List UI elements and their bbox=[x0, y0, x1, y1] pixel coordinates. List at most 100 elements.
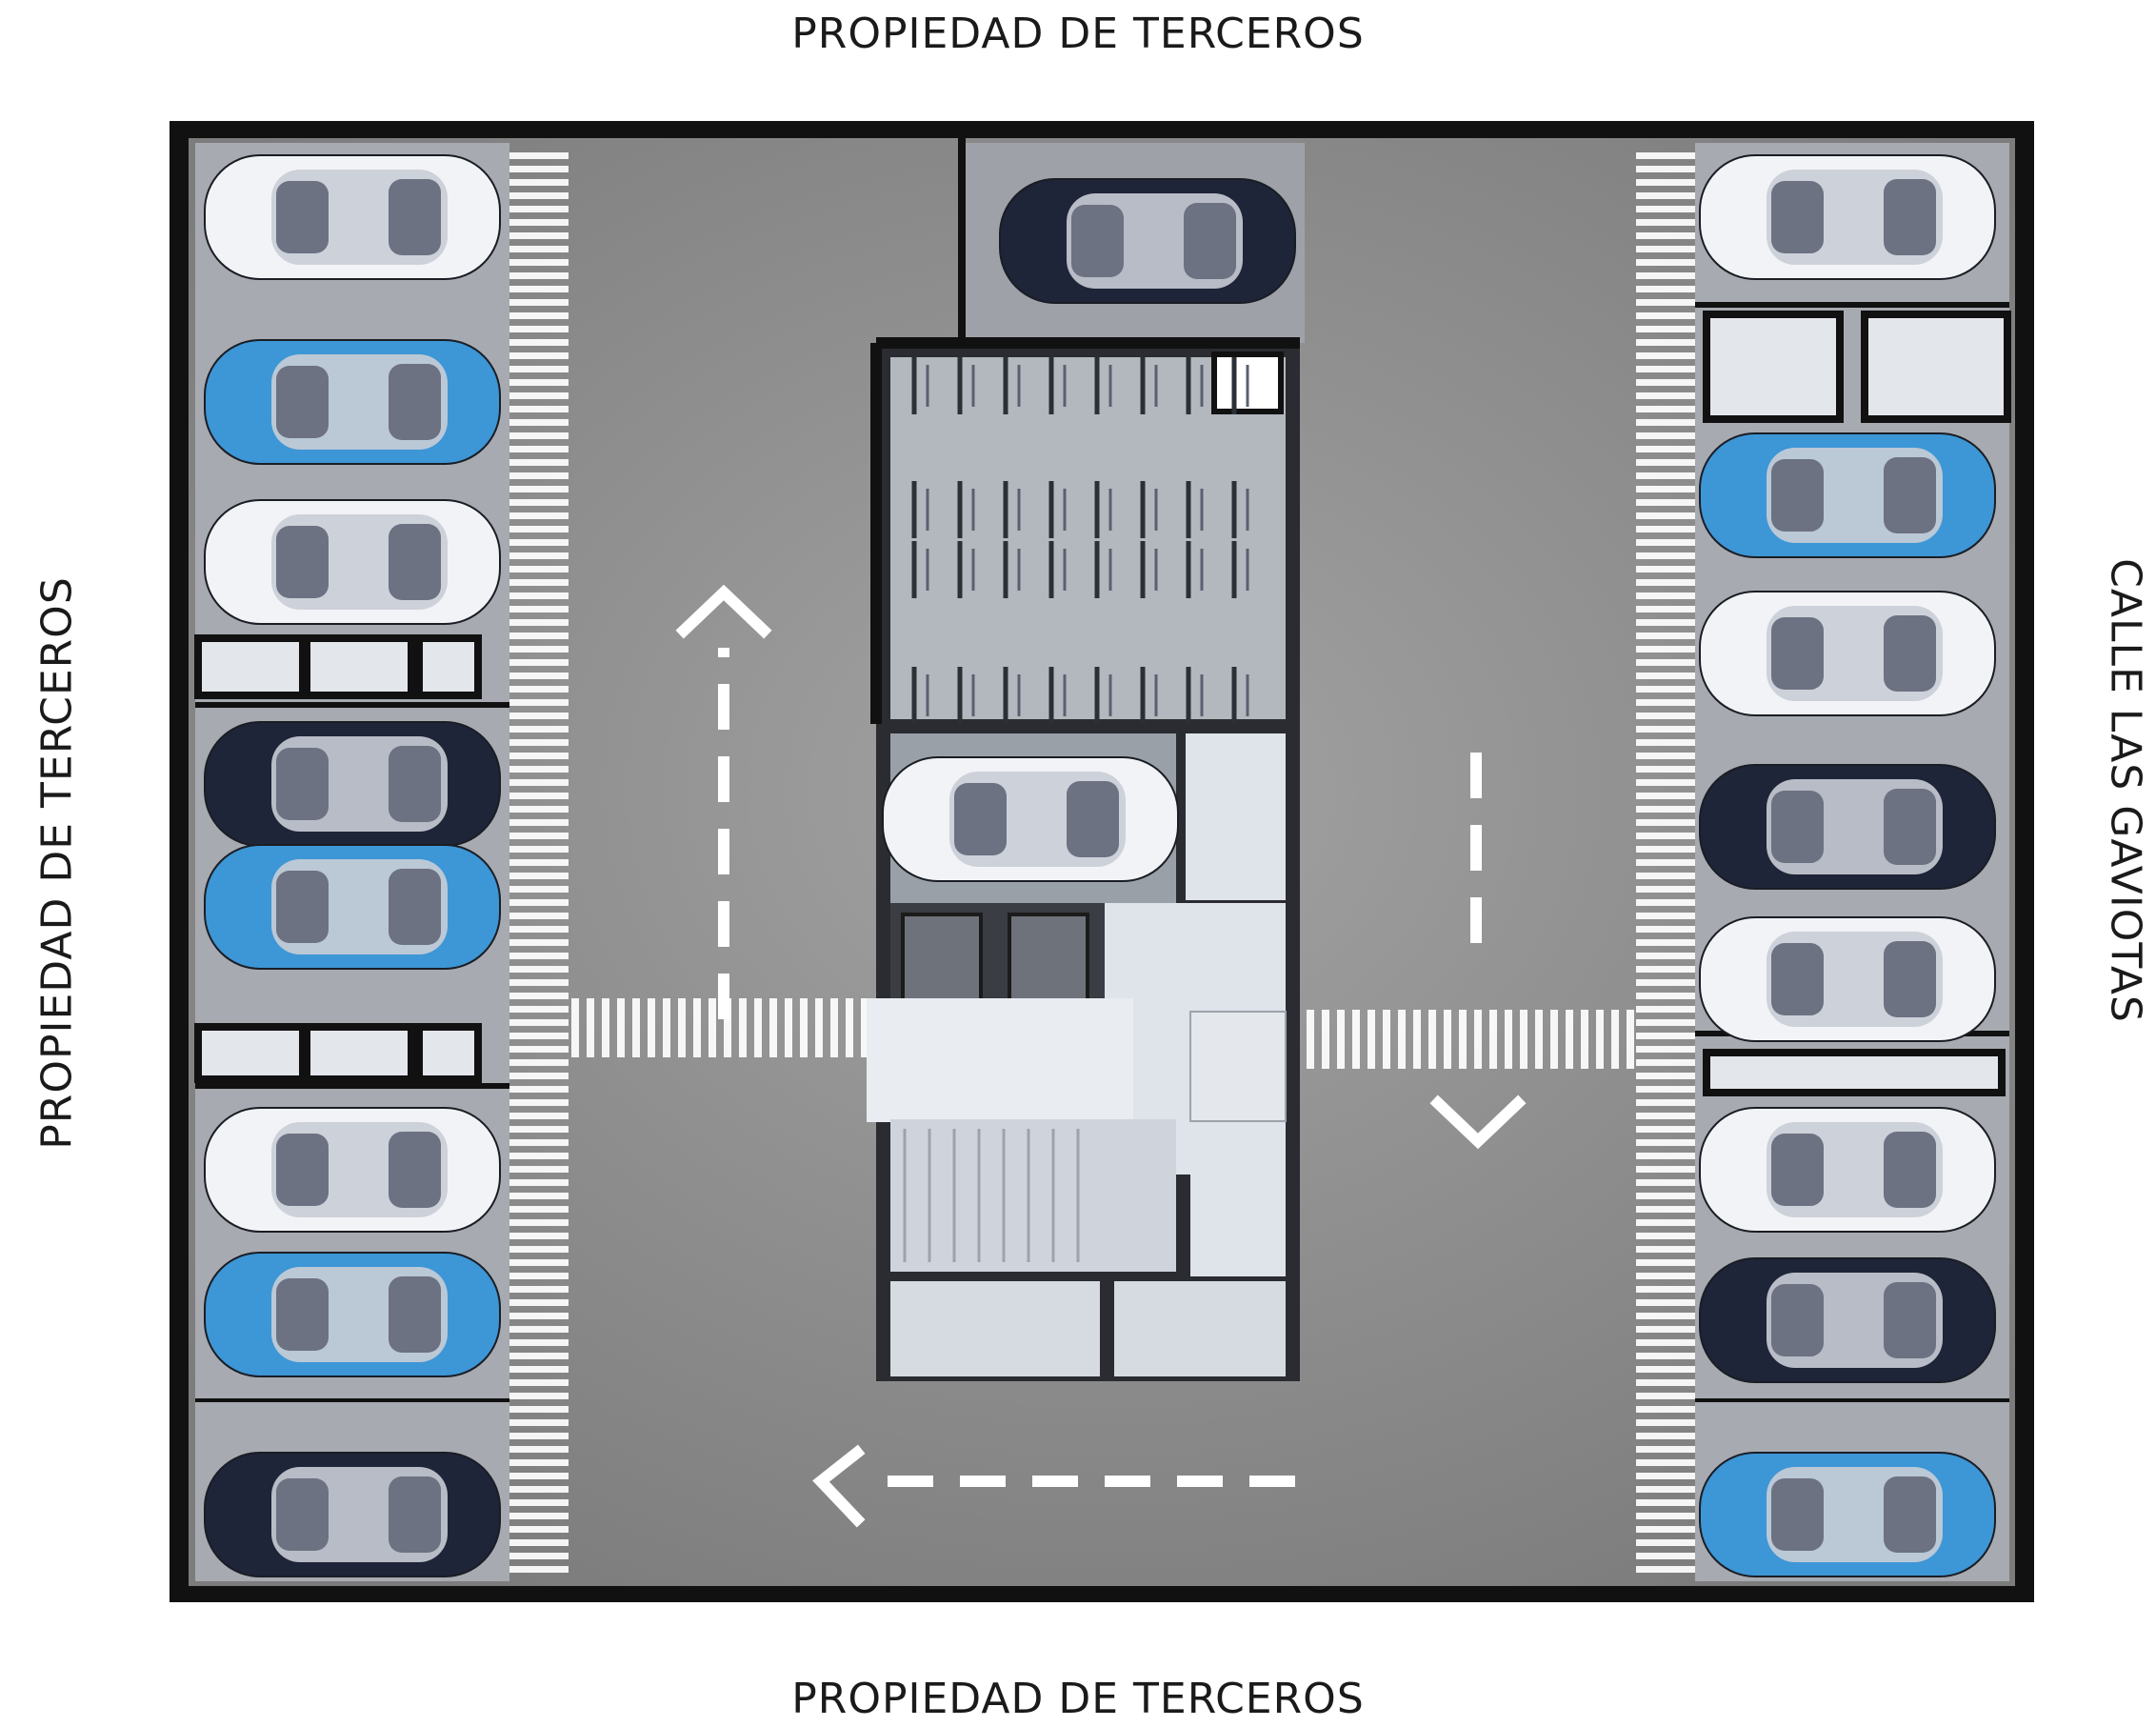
right-pedestrian-crossing bbox=[1636, 152, 1695, 1573]
rear-window bbox=[1771, 617, 1824, 690]
parked-car-right bbox=[1699, 1107, 1996, 1233]
stripe bbox=[509, 1099, 569, 1106]
stripe bbox=[1413, 1010, 1421, 1069]
stripe bbox=[509, 1539, 569, 1546]
stripe bbox=[509, 1499, 569, 1506]
stripe bbox=[1636, 873, 1695, 879]
stripe bbox=[1636, 1366, 1695, 1373]
stripe bbox=[509, 1046, 569, 1053]
stripe bbox=[1636, 1499, 1695, 1506]
stripe bbox=[509, 1379, 569, 1386]
elevator-1 bbox=[901, 913, 983, 1012]
stripe bbox=[509, 432, 569, 439]
stripe bbox=[1636, 232, 1695, 239]
stripe bbox=[1636, 1553, 1695, 1559]
stripe bbox=[1636, 753, 1695, 759]
stripe bbox=[1636, 1033, 1695, 1039]
stripe bbox=[1611, 1010, 1619, 1069]
stripe bbox=[1636, 1353, 1695, 1359]
stripe bbox=[1636, 953, 1695, 959]
locker-right-2 bbox=[1861, 311, 2011, 423]
stripe bbox=[1428, 1010, 1436, 1069]
stripe bbox=[509, 726, 569, 733]
stripe bbox=[1444, 1010, 1451, 1069]
stripe bbox=[1636, 152, 1695, 159]
stripe bbox=[1636, 579, 1695, 586]
stripe bbox=[509, 913, 569, 919]
locker-right-1 bbox=[1703, 311, 1844, 423]
stripe bbox=[509, 259, 569, 266]
stripe bbox=[1636, 179, 1695, 186]
stripe bbox=[1636, 352, 1695, 359]
rear-window bbox=[1771, 1134, 1824, 1206]
windshield bbox=[1884, 789, 1936, 865]
stripe bbox=[509, 846, 569, 853]
stripe bbox=[1636, 1406, 1695, 1413]
stripe bbox=[1636, 1313, 1695, 1319]
stripe bbox=[1636, 432, 1695, 439]
stripe bbox=[1636, 539, 1695, 546]
stripe bbox=[587, 998, 594, 1057]
stripe bbox=[1636, 1179, 1695, 1186]
stripe bbox=[509, 1433, 569, 1439]
stripe bbox=[1636, 1139, 1695, 1146]
windshield bbox=[389, 364, 441, 440]
stripe bbox=[1636, 1486, 1695, 1493]
trunk bbox=[1727, 617, 1758, 690]
storage-room-2 bbox=[1114, 1281, 1286, 1376]
locker-left-2 bbox=[303, 634, 415, 699]
windshield bbox=[1884, 615, 1936, 692]
stripe bbox=[509, 979, 569, 986]
stripe bbox=[509, 1033, 569, 1039]
stripe bbox=[739, 998, 747, 1057]
trunk bbox=[232, 748, 263, 820]
rear-window bbox=[1771, 791, 1824, 863]
stripe bbox=[509, 1313, 569, 1319]
parked-car-left bbox=[204, 339, 501, 465]
parked-car-left bbox=[204, 1452, 501, 1577]
windshield bbox=[1067, 781, 1119, 857]
trunk bbox=[1727, 943, 1758, 1015]
stripe bbox=[1636, 993, 1695, 999]
stripe bbox=[1636, 512, 1695, 519]
stripe bbox=[509, 673, 569, 679]
stripe bbox=[1636, 486, 1695, 492]
stripe bbox=[1337, 1010, 1345, 1069]
stripe bbox=[861, 998, 868, 1057]
stripe bbox=[1383, 1010, 1390, 1069]
stripe bbox=[1636, 552, 1695, 559]
windshield bbox=[1884, 941, 1936, 1017]
stripe bbox=[1636, 286, 1695, 292]
stripe bbox=[1307, 1010, 1314, 1069]
trunk bbox=[232, 366, 263, 438]
stripe bbox=[509, 939, 569, 946]
stripe bbox=[509, 1459, 569, 1466]
stripe bbox=[509, 793, 569, 799]
stripe bbox=[509, 1259, 569, 1266]
stripe bbox=[509, 1419, 569, 1426]
trunk bbox=[1727, 1134, 1758, 1206]
stripe bbox=[846, 998, 853, 1057]
stripe bbox=[509, 619, 569, 626]
stripe bbox=[509, 1126, 569, 1133]
parked-car-center-top bbox=[999, 178, 1296, 304]
stripe bbox=[1636, 1433, 1695, 1439]
rear-window bbox=[276, 871, 329, 943]
stripe bbox=[1596, 1010, 1604, 1069]
stripe bbox=[509, 219, 569, 226]
stripe bbox=[509, 753, 569, 759]
rear-window bbox=[276, 1134, 329, 1206]
stripe bbox=[509, 713, 569, 719]
locker-left-5 bbox=[303, 1023, 415, 1083]
parked-car-center-core bbox=[882, 756, 1179, 882]
stripe bbox=[509, 1179, 569, 1186]
stripe bbox=[1581, 1010, 1588, 1069]
stripe bbox=[509, 1166, 569, 1173]
windshield bbox=[389, 1132, 441, 1208]
stripe bbox=[509, 819, 569, 826]
stripe bbox=[509, 686, 569, 693]
stripe bbox=[1636, 1059, 1695, 1066]
stripe bbox=[509, 406, 569, 412]
